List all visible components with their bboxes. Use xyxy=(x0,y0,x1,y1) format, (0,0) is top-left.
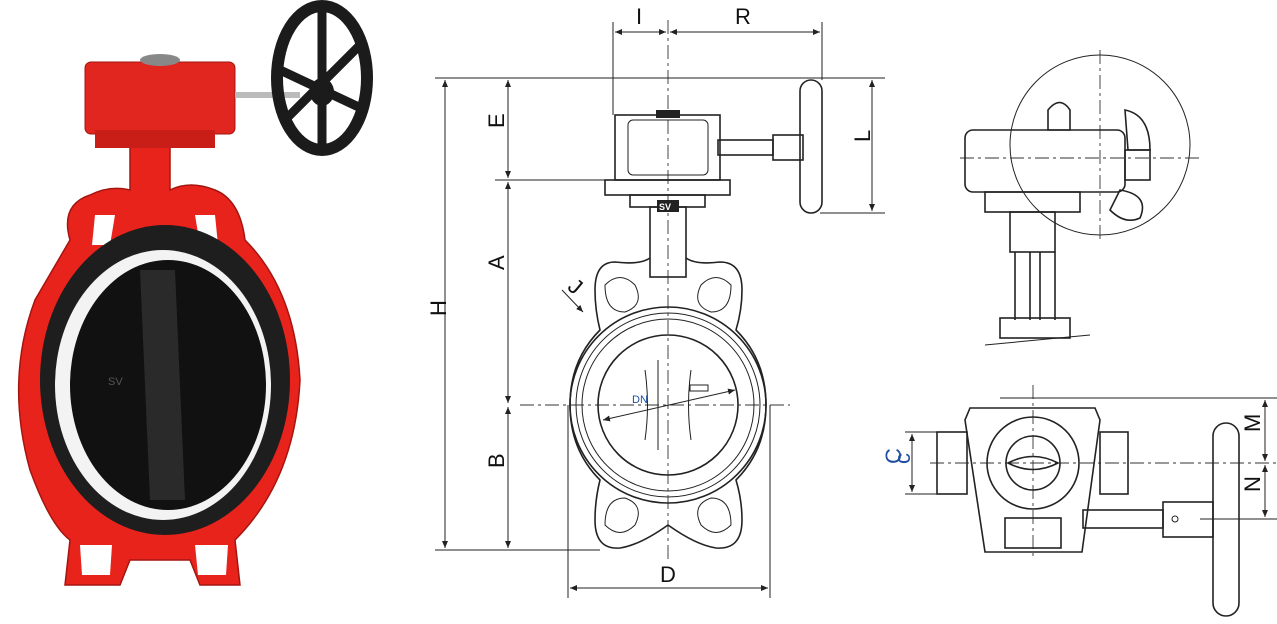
dim-label-n: N xyxy=(1240,476,1265,492)
dim-label-m: M xyxy=(1240,414,1265,432)
dim-label-r: R xyxy=(735,4,751,29)
gearbox-outline xyxy=(604,79,823,214)
dim-h: H xyxy=(426,80,451,548)
dim-label-c: C xyxy=(881,448,906,464)
dim-label-i: I xyxy=(636,4,642,29)
dim-b: B xyxy=(484,407,511,548)
dim-m: M xyxy=(1240,400,1268,461)
dim-i: I xyxy=(615,4,666,35)
handwheel-photo xyxy=(271,0,373,156)
dim-e: E xyxy=(484,80,511,178)
dim-label-h: H xyxy=(426,300,451,316)
valve-photo: SV xyxy=(17,0,373,586)
dim-a: A xyxy=(484,182,511,403)
dim-c: C c xyxy=(881,434,915,492)
front-elevation-drawing: SV DN J H E xyxy=(426,4,885,598)
body-brand-mark: SV xyxy=(108,376,123,388)
body-logo: SV xyxy=(659,202,671,212)
dim-n: N xyxy=(1240,465,1268,517)
dim-l: L xyxy=(850,80,875,211)
side-view-drawing xyxy=(960,50,1200,346)
dim-label-c-sub: c xyxy=(890,453,915,464)
dim-label-b: B xyxy=(484,453,509,468)
dim-label-dn: DN xyxy=(632,394,648,406)
dim-d: D xyxy=(570,562,768,591)
dim-r: R xyxy=(670,4,820,35)
dim-label-a: A xyxy=(484,255,509,270)
dim-label-e: E xyxy=(484,113,509,128)
gearbox-photo xyxy=(84,54,300,148)
valve-body-photo: SV xyxy=(17,144,301,586)
dim-label-l: L xyxy=(850,130,875,142)
top-view-drawing: M N C c xyxy=(881,385,1277,617)
dim-label-d: D xyxy=(660,562,676,587)
neck-and-body-outline: SV xyxy=(569,200,767,549)
